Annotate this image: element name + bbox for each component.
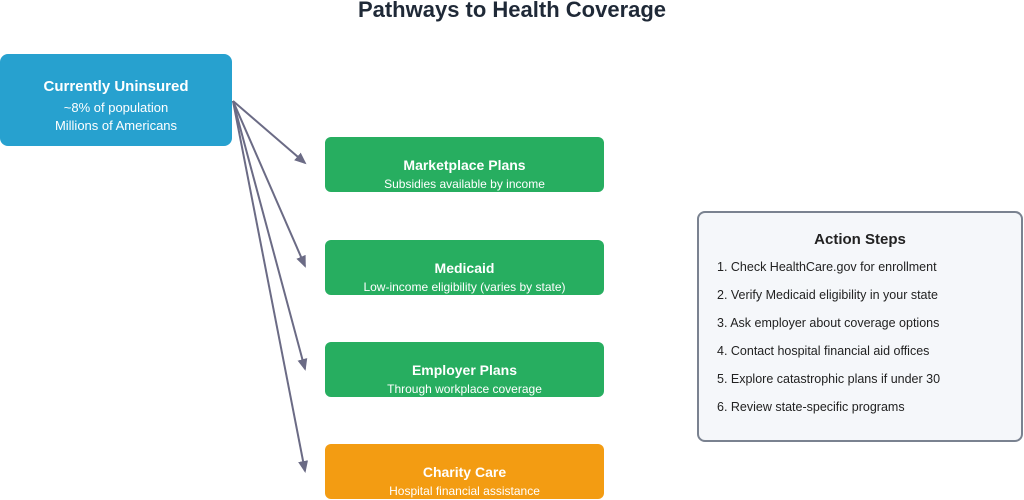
source-line: ~8% of population bbox=[63, 100, 169, 115]
arrow-to-medicaid bbox=[232, 100, 306, 268]
action-step-item: 1. Check HealthCare.gov for enrollment bbox=[717, 260, 937, 274]
option-node-marketplace: Marketplace Plans Subsidies available by… bbox=[325, 137, 604, 192]
source-node-uninsured: Currently Uninsured ~8% of population Mi… bbox=[0, 54, 232, 146]
option-node-employer: Employer Plans Through workplace coverag… bbox=[325, 342, 604, 397]
option-title: Medicaid bbox=[434, 260, 495, 276]
action-step-item: 4. Contact hospital financial aid office… bbox=[717, 344, 930, 358]
option-subtitle: Subsidies available by income bbox=[384, 177, 545, 191]
action-step-item: 2. Verify Medicaid eligibility in your s… bbox=[717, 288, 938, 302]
option-subtitle: Low-income eligibility (varies by state) bbox=[363, 280, 566, 294]
option-subtitle: Hospital financial assistance bbox=[389, 484, 540, 498]
option-subtitle: Through workplace coverage bbox=[387, 382, 542, 396]
option-title: Marketplace Plans bbox=[403, 157, 526, 173]
arrow-to-marketplace bbox=[232, 100, 307, 165]
action-steps-list: 1. Check HealthCare.gov for enrollment 2… bbox=[699, 259, 1021, 427]
action-step-item: 3. Ask employer about coverage options bbox=[717, 316, 940, 330]
diagram-title: Pathways to Health Coverage bbox=[357, 0, 667, 22]
arrow-to-employer bbox=[232, 100, 308, 371]
option-node-charity: Charity Care Hospital financial assistan… bbox=[325, 444, 604, 499]
source-line: Millions of Americans bbox=[54, 118, 178, 133]
action-steps-panel: Action Steps 1. Check HealthCare.gov for… bbox=[697, 211, 1023, 442]
option-title: Employer Plans bbox=[411, 362, 518, 378]
action-step-item: 6. Review state-specific programs bbox=[717, 400, 905, 414]
source-title: Currently Uninsured bbox=[43, 78, 189, 95]
option-node-medicaid: Medicaid Low-income eligibility (varies … bbox=[325, 240, 604, 295]
action-step-item: 5. Explore catastrophic plans if under 3… bbox=[717, 372, 941, 386]
arrow-to-charity bbox=[232, 100, 308, 473]
option-title: Charity Care bbox=[422, 464, 507, 480]
action-steps-title: Action Steps bbox=[814, 231, 906, 248]
